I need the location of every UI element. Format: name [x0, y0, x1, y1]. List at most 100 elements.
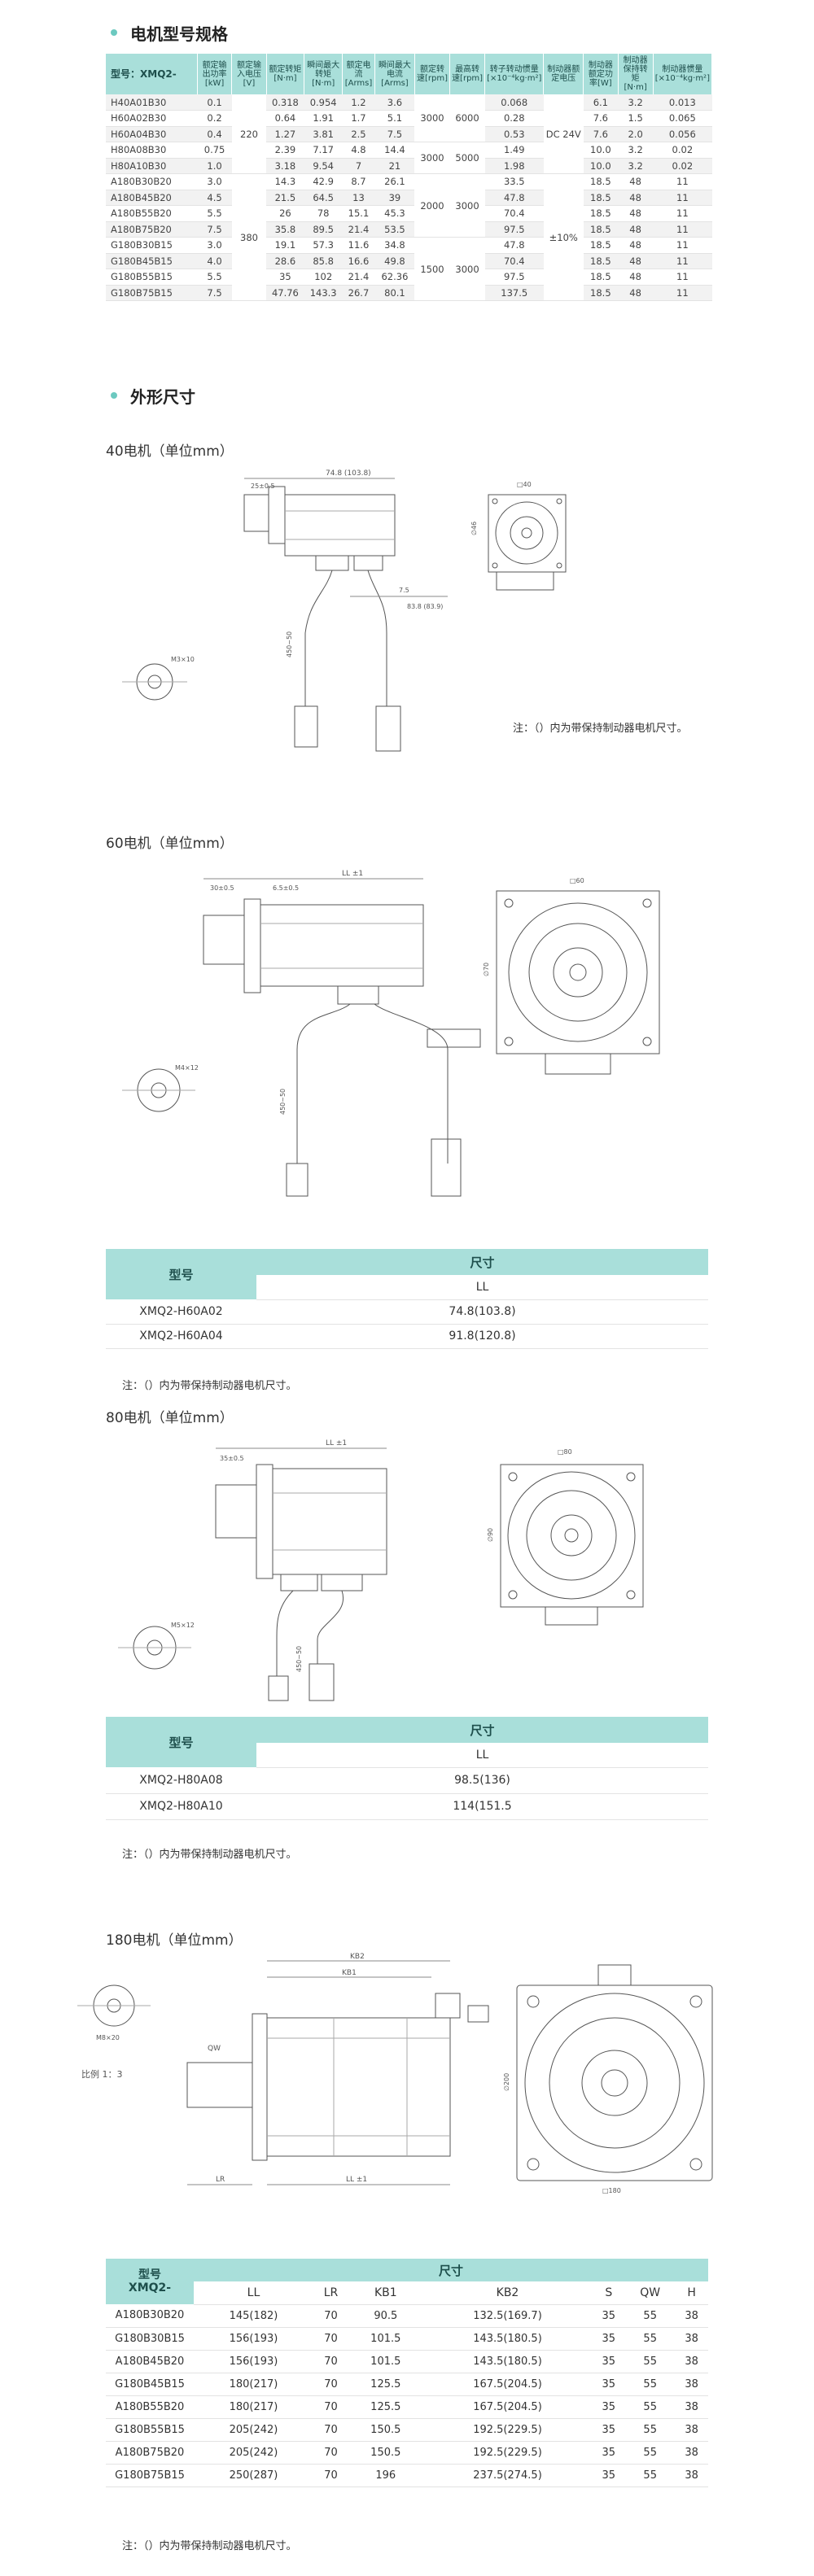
- spec-cell: 1.49: [484, 142, 544, 159]
- spec-cell: 11: [653, 205, 712, 222]
- spec-header: 瞬间最大电流[Arms]: [374, 54, 415, 94]
- motor180-table-cell: G180B45B15: [106, 2373, 194, 2396]
- spec-cell: 0.28: [484, 110, 544, 127]
- spec-header: 瞬间最大转矩[N·m]: [304, 54, 344, 94]
- motor180-table-cell: 55: [625, 2327, 676, 2351]
- motor60-dim-d2: 6.5±0.5: [273, 884, 299, 892]
- motor60-title: 60电机（单位mm）: [106, 836, 234, 852]
- spec-cell: 48: [618, 173, 654, 190]
- motor180-dim-sq: □180: [602, 2187, 621, 2194]
- motor80-title: 80电机（单位mm）: [106, 1410, 234, 1426]
- spec-cell: 16.6: [342, 253, 375, 269]
- motor80-dim-d1: 35±0.5: [220, 1455, 244, 1462]
- spec-cell: 3.2: [618, 158, 654, 174]
- spec-cell-voltage: 220: [231, 94, 267, 174]
- motor180-table-cell: 55: [625, 2464, 676, 2487]
- motor180-table-cell: 143.5(180.5): [422, 2350, 593, 2373]
- motor180-table-cell: 150.5: [348, 2441, 423, 2465]
- spec-cell: H40A01B30: [106, 94, 198, 111]
- motor40-dim-d3: 7.5: [399, 587, 409, 594]
- spec-cell: 62.36: [374, 269, 415, 286]
- spec-cell-max-speed: 3000: [449, 237, 485, 301]
- motor180-table-cell: 35: [592, 2327, 626, 2351]
- spec-header: 额定输入电压[V]: [231, 54, 267, 94]
- spec-cell: 4.8: [342, 142, 375, 159]
- spec-cell: 18.5: [583, 173, 619, 190]
- motor80-table-head-model: 型号: [106, 1717, 256, 1767]
- spec-cell-rated-speed: 3000: [414, 142, 450, 174]
- motor80-table: 型号 尺寸 LL XMQ2-H80A08 98.5(136) XMQ2-H80A…: [106, 1717, 708, 1820]
- motor180-table-cell: 55: [625, 2304, 676, 2328]
- spec-cell: 26.1: [374, 173, 415, 190]
- spec-cell: 97.5: [484, 221, 544, 238]
- spec-cell: 97.5: [484, 269, 544, 286]
- motor60-note: 注：（）内为带保持制动器电机尺寸。: [122, 1380, 297, 1392]
- motor40-dim-d1: 25±0.5: [251, 482, 275, 490]
- motor180-table-cell: 38: [675, 2395, 708, 2419]
- motor180-table-cell: 167.5(204.5): [422, 2395, 593, 2419]
- spec-cell: 48: [618, 285, 654, 301]
- motor180-table-cell: 145(182): [194, 2304, 313, 2328]
- motor60-table-cell: XMQ2-H60A02: [106, 1299, 256, 1325]
- motor180-sub-lr: LR: [313, 2281, 349, 2305]
- spec-cell-rated-speed: 3000: [414, 94, 450, 142]
- spec-cell: 13: [342, 190, 375, 206]
- motor180-table-cell: G180B30B15: [106, 2327, 194, 2351]
- spec-cell: 11.6: [342, 237, 375, 254]
- spec-cell: 3.2: [618, 94, 654, 111]
- spec-cell: 9.54: [304, 158, 343, 174]
- spec-cell: 70.4: [484, 253, 544, 269]
- spec-table-header: 型号：XMQ2- 额定输出功率[kW] 额定输入电压[V] 额定转矩[N·m] …: [106, 54, 713, 94]
- spec-cell: 64.5: [304, 190, 343, 206]
- motor180-table-cell: 35: [592, 2441, 626, 2465]
- spec-cell: 8.7: [342, 173, 375, 190]
- motor180-table-cell: 35: [592, 2350, 626, 2373]
- motor180-table: 型号 XMQ2- 尺寸 LL LR KB1 KB2 S QW H A180B30…: [106, 2259, 708, 2487]
- spec-cell: 0.318: [266, 94, 304, 111]
- spec-cell: 53.5: [374, 221, 415, 238]
- spec-cell: 70.4: [484, 205, 544, 222]
- spec-cell: 3.0: [197, 173, 232, 190]
- spec-cell: 1.27: [266, 126, 304, 142]
- spec-header: 转子转动惯量[×10⁻⁴kg·m²]: [484, 54, 545, 94]
- motor180-sub-qw: QW: [625, 2281, 676, 2305]
- spec-cell: 0.013: [653, 94, 712, 111]
- motor40-dim-d4: 83.8 (83.9): [407, 603, 443, 610]
- motor180-table-cell: 167.5(204.5): [422, 2373, 593, 2396]
- motor80-dim-d2: 450~50: [295, 1646, 303, 1672]
- spec-cell: A180B30B20: [106, 173, 198, 190]
- spec-cell: 1.0: [197, 158, 232, 174]
- spec-cell: 7.5: [197, 221, 232, 238]
- motor180-table-cell: 35: [592, 2464, 626, 2487]
- spec-cell: 18.5: [583, 269, 619, 286]
- motor40-dim-dia: ∅46: [470, 522, 478, 535]
- motor180-dim-kb1: KB1: [342, 1969, 357, 1977]
- motor60-table-cell: 91.8(120.8): [256, 1324, 708, 1349]
- spec-cell: 3.6: [374, 94, 415, 111]
- motor180-head-model-1: 型号: [138, 2268, 161, 2281]
- spec-cell: 143.3: [304, 285, 343, 301]
- motor180-table-cell: 55: [625, 2373, 676, 2396]
- spec-cell: 11: [653, 269, 712, 286]
- spec-cell: 7.5: [374, 126, 415, 142]
- spec-header: 制动器保持转矩[N·m]: [618, 54, 654, 94]
- spec-cell: 5.5: [197, 205, 232, 222]
- spec-cell: 48: [618, 253, 654, 269]
- motor180-table-cell: G180B55B15: [106, 2418, 194, 2442]
- motor180-table-head-model: 型号 XMQ2-: [106, 2259, 194, 2304]
- motor180-dim-qw: QW: [208, 2045, 221, 2053]
- spec-cell: 5.5: [197, 269, 232, 286]
- spec-cell: A180B45B20: [106, 190, 198, 206]
- motor180-table-cell: 192.5(229.5): [422, 2441, 593, 2465]
- spec-cell: 39: [374, 190, 415, 206]
- motor180-table-cell: 70: [313, 2373, 349, 2396]
